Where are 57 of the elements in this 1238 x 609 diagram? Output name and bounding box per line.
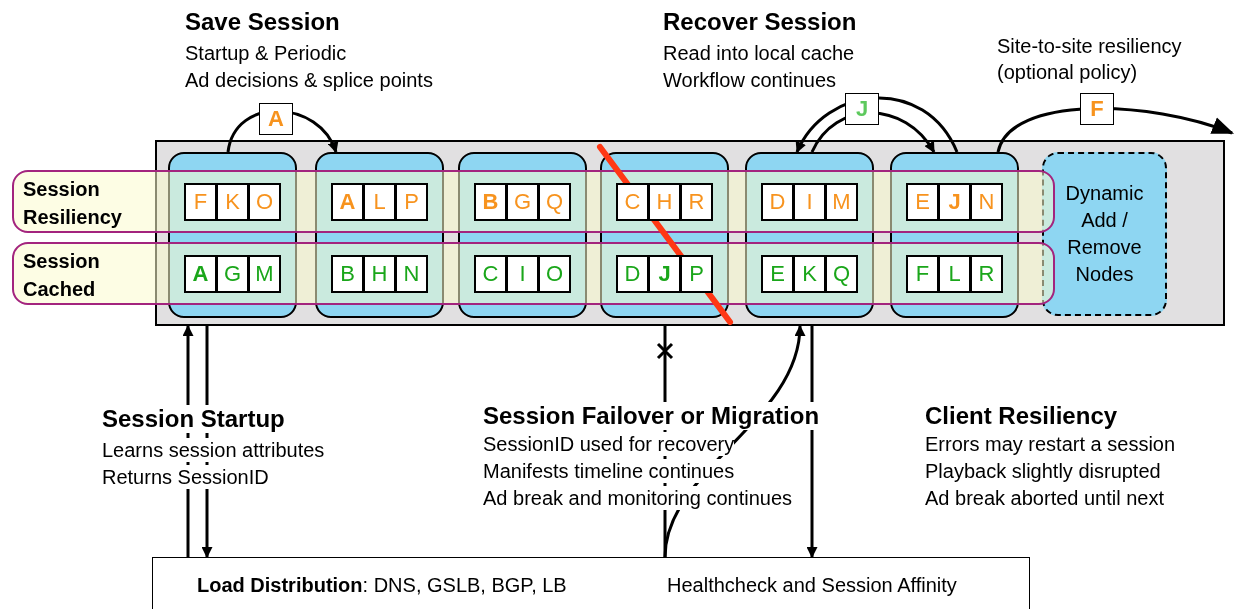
band-label: Session Resiliency <box>23 177 123 230</box>
edge-label: F <box>1080 93 1114 125</box>
letter-cell: R <box>680 183 713 221</box>
letter-cell: G <box>506 183 539 221</box>
letter-cell: L <box>938 255 971 293</box>
letter-cell: A <box>331 183 364 221</box>
letter-cell: C <box>474 255 507 293</box>
description-text: Manifests timeline continues <box>483 459 735 483</box>
node-label: Dynamic Add / Remove Nodes <box>1064 181 1145 287</box>
letter-cell: N <box>970 183 1003 221</box>
letter-cell: P <box>680 255 713 293</box>
letter-cell: B <box>331 255 364 293</box>
arrow <box>806 326 818 559</box>
letter-cell: R <box>970 255 1003 293</box>
edge-label: J <box>845 93 879 125</box>
letter-cell: P <box>395 183 428 221</box>
letter-cell: I <box>793 183 826 221</box>
letter-cell: G <box>216 255 249 293</box>
letter-cell: B <box>474 183 507 221</box>
description-text: Learns session attributes <box>102 438 325 462</box>
letter-cell: I <box>506 255 539 293</box>
letter-cell: F <box>906 255 939 293</box>
letter-cell: L <box>363 183 396 221</box>
letter-cell: A <box>184 255 217 293</box>
letter-cell: K <box>216 183 249 221</box>
dashed-node-box <box>1042 152 1167 316</box>
distribution-text: Healthcheck and Session Affinity <box>667 574 957 597</box>
letter-cell: H <box>648 183 681 221</box>
letter-cell: N <box>395 255 428 293</box>
letter-cell: O <box>538 255 571 293</box>
letter-cell: K <box>793 255 826 293</box>
description-text: Ad break and monitoring continues <box>483 486 793 510</box>
arrow <box>996 107 1235 153</box>
letter-cell: O <box>248 183 281 221</box>
letter-cell: E <box>906 183 939 221</box>
letter-cell: M <box>248 255 281 293</box>
letter-cell: F <box>184 183 217 221</box>
letter-cell: D <box>761 183 794 221</box>
letter-cell: J <box>938 183 971 221</box>
load-distribution-box <box>152 557 1030 609</box>
section-heading: Session Failover or Migration <box>483 402 820 430</box>
edge-label: A <box>259 103 293 135</box>
letter-cell: Q <box>538 183 571 221</box>
letter-cell: M <box>825 183 858 221</box>
section-heading: Session Startup <box>102 405 285 433</box>
band-label: Session Cached <box>23 249 101 302</box>
session-band <box>12 242 1055 305</box>
letter-cell: Q <box>825 255 858 293</box>
letter-cell: D <box>616 255 649 293</box>
description-text: SessionID used for recovery <box>483 432 735 456</box>
distribution-text: Load Distribution: DNS, GSLB, BGP, LB <box>197 574 567 597</box>
letter-cell: J <box>648 255 681 293</box>
letter-cell: H <box>363 255 396 293</box>
description-text: Returns SessionID <box>102 465 269 489</box>
letter-cell: C <box>616 183 649 221</box>
letter-cell: E <box>761 255 794 293</box>
session-band <box>12 170 1055 233</box>
